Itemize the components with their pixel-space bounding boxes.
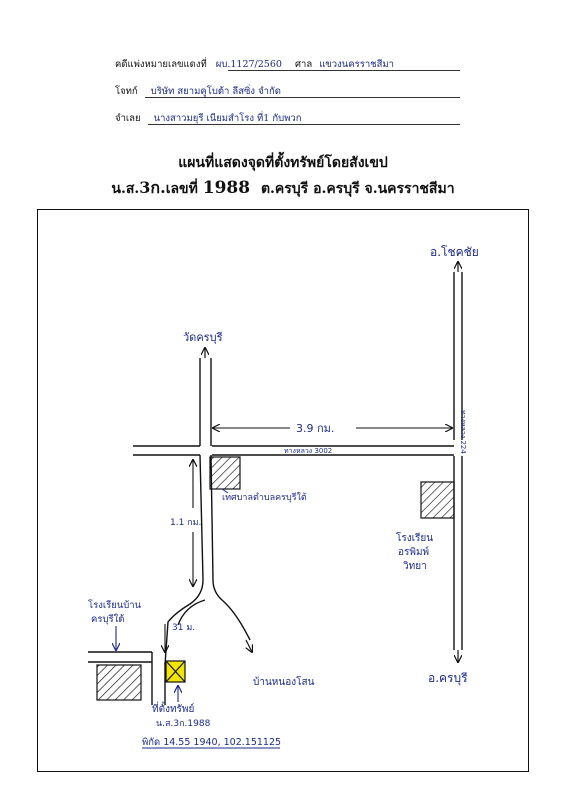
school-left-building [96,664,142,701]
highway-224-label: ทางหลวง 224 [459,410,467,454]
map-frame [37,209,529,772]
defendant-value: นางสาวมยุรี เนียมสำโรง ที่1 กับพวก [153,113,302,124]
temple-label: วัดครบุรี [183,331,223,344]
subtitle-doc-type: 3ก. [139,178,166,197]
north-destination-label: อ.โชคชัย [430,245,479,259]
village-arrow [246,639,252,652]
south-destination-label: อ.ครบุรี [428,671,468,686]
case-number-line: คดีแพ่งหมายเลขแดงที่ ผบ.1127/2560 ศาล แข… [115,57,394,72]
school-right-label-3: วิทยา [403,561,427,572]
highway-3002-label: ทางหลวง 3002 [284,447,332,455]
school-left-label-1: โรงเรียนบ้าน [88,599,142,611]
municipality-building [209,456,241,490]
distance-main-label: 3.9 กม. [296,422,334,435]
case-underline [228,70,460,71]
municipality-pointer [221,488,229,494]
highway-224-road [453,272,463,650]
defendant-line: จำเลย นางสาวมยุรี เนียมสำโรง ที่1 กับพวก [115,111,302,126]
school-left-label-2: ครบุรีใต้ [91,613,124,625]
school-right-label-2: อรพิมพ์ [398,546,429,558]
municipality-label: เทศบาลตำบลครบุรีใต้ [222,492,307,503]
property-label-2: น.ส.3ก.1988 [156,719,211,729]
defendant-label: จำเลย [115,113,141,124]
school-right-label-1: โรงเรียน [396,531,433,544]
map-title: แผนที่แสดงจุดที่ตั้งทรัพย์โดยสังเขป [178,155,388,171]
subtitle-prefix: น.ส. [111,181,140,197]
subtitle-number-label: เลขที่ [165,181,198,197]
plaintiff-underline [145,97,460,98]
village-label: บ้านหนองโสน [253,675,315,688]
case-number-value: ผบ.1127/2560 [215,59,282,70]
plaintiff-label: โจทก์ [115,86,138,97]
case-number-label: คดีแพ่งหมายเลขแดงที่ [115,59,207,70]
subtitle-location: ต.ครบุรี อ.ครบุรี จ.นครราชสีมา [260,181,455,197]
coordinates-label: พิกัด 14.55 1940, 102.151125 [142,737,281,748]
plaintiff-value: บริษัท สยามคูโบต้า ลีสซิ่ง จำกัด [150,86,281,97]
subtitle-number: 1988 [202,178,251,198]
plaintiff-line: โจทก์ บริษัท สยามคูโบต้า ลีสซิ่ง จำกัด [115,84,281,99]
local-lane [88,651,166,705]
distance-branch-label: 1.1 กม. [170,518,201,528]
court-value: แขวงนครราชสีมา [319,59,395,70]
defendant-underline [148,124,460,125]
property-marker [165,660,186,683]
court-label: ศาล [294,59,313,70]
map-subtitle: น.ส.3ก.เลขที่ 1988 ต.ครบุรี อ.ครบุรี จ.น… [0,176,566,201]
property-label-1: ที่ตั้งทรัพย์ [152,701,194,715]
school-right-building [420,481,455,519]
branch-road [164,358,251,666]
highway-3002-road [133,445,454,456]
distance-short-label: 31 ม. [172,623,195,633]
